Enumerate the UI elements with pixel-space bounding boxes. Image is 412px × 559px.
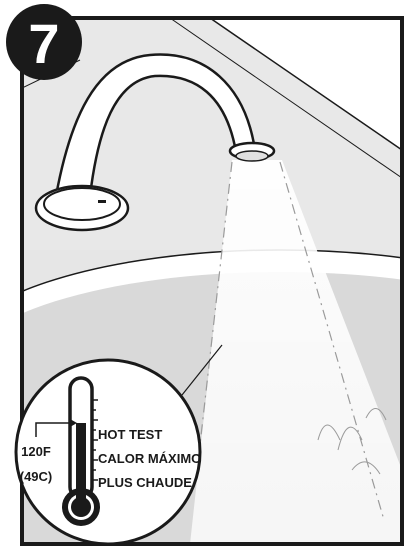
- label-french: PLUS CHAUDE: [98, 475, 192, 490]
- label-english: HOT TEST: [98, 427, 162, 442]
- label-spanish: CALOR MÁXIMO: [98, 451, 201, 466]
- thermometer-icon: [63, 378, 99, 525]
- faucet-base-inner: [44, 188, 120, 220]
- mercury-column: [76, 423, 86, 503]
- temperature-fahrenheit: 120F: [21, 444, 51, 459]
- brand-logo: [98, 200, 106, 203]
- step-badge: 7: [6, 4, 82, 80]
- step-number: 7: [28, 12, 59, 75]
- temperature-celsius: (49C): [20, 469, 53, 484]
- aerator-opening: [236, 151, 268, 161]
